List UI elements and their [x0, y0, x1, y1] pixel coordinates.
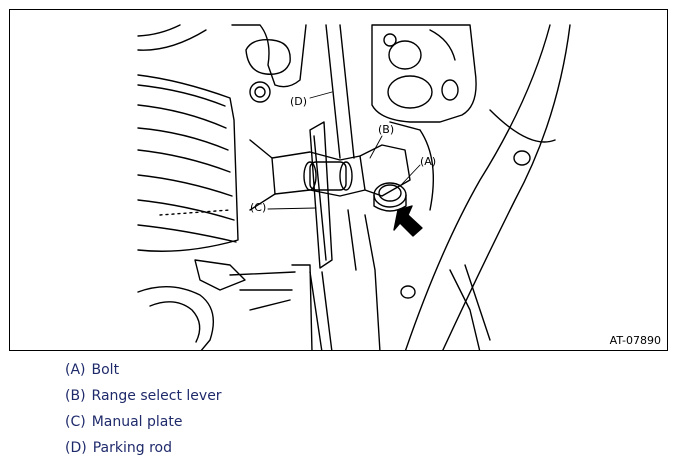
leader-lines: [267, 91, 421, 210]
upper-casting: [371, 24, 477, 123]
legend-label: Range select lever: [91, 388, 222, 404]
callout-c: (C): [250, 201, 267, 214]
callout-b: (B): [378, 123, 395, 136]
callout-a: (A): [420, 155, 437, 168]
legend-key: (A): [65, 362, 86, 378]
legend-label: Bolt: [91, 362, 120, 378]
manual-plate: [291, 121, 333, 350]
cylinder-housing: [137, 24, 239, 252]
legend-item-range-select-lever: (B) Range select lever: [65, 386, 222, 412]
parking-rod: [309, 24, 355, 350]
legend-item-parking-rod: (D) Parking rod: [65, 438, 222, 464]
legend-label: Parking rod: [92, 440, 172, 456]
callout-d: (D): [290, 95, 308, 108]
figure-frame: (D) (B) (A) (C) AT-07890: [9, 9, 668, 351]
bolt: [373, 182, 407, 212]
figure-id: AT-07890: [609, 334, 661, 347]
case-wall: [389, 24, 571, 350]
legend-item-bolt: (A) Bolt: [65, 360, 222, 386]
lower-mechanism: [137, 209, 381, 350]
legend-key: (C): [65, 414, 86, 430]
legend: (A) Bolt (B) Range select lever (C) Manual …: [65, 360, 222, 464]
legend-label: Manual plate: [91, 414, 183, 430]
range-select-lever: [249, 139, 411, 211]
upper-bracket: [231, 24, 307, 103]
legend-key: (B): [65, 388, 86, 404]
legend-key: (D): [65, 440, 87, 456]
arrow-indicator: [393, 205, 423, 237]
transmission-illustration: [137, 24, 571, 350]
legend-item-manual-plate: (C) Manual plate: [65, 412, 222, 438]
